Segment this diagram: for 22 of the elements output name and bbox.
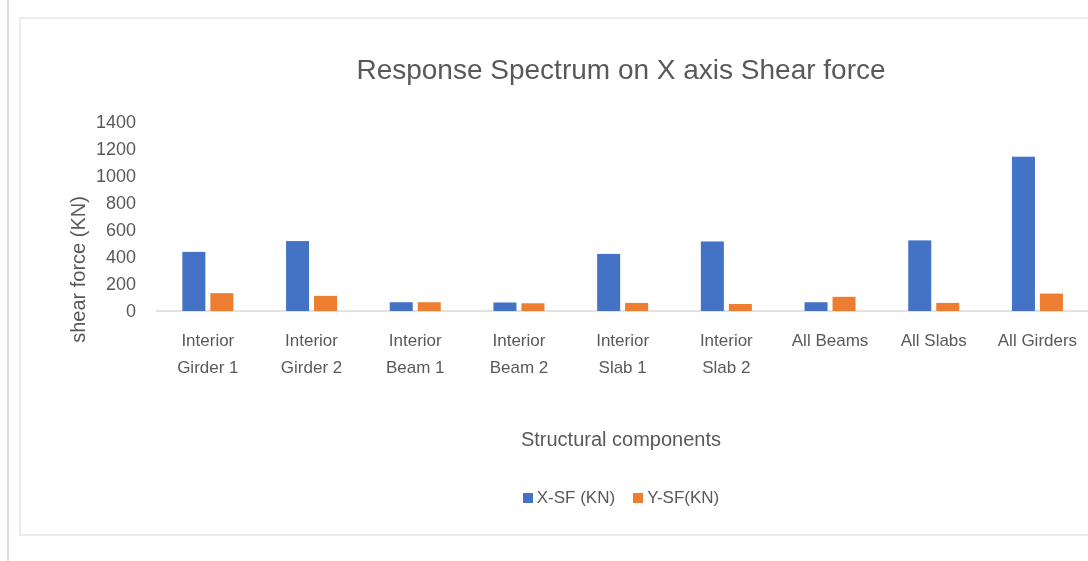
y-tick-label: 1400 — [95, 112, 136, 132]
y-tick-label: 400 — [105, 247, 136, 267]
y-tick-label: 200 — [105, 274, 136, 294]
y-axis-title: shear force (KN) — [66, 195, 90, 345]
y-tick-label: 0 — [126, 301, 136, 321]
y-tick-label: 800 — [105, 193, 136, 213]
x-tick-label: Interior Slab 2 — [699, 331, 753, 377]
y-tick-label: 600 — [105, 220, 136, 240]
legend-label: Y-SF(KN) — [647, 488, 720, 508]
x-tick-label: All Beams — [791, 331, 869, 350]
x-tick-label: All Girders — [997, 331, 1078, 350]
x-tick-label: All Slabs — [900, 331, 967, 350]
x-tick-label: Interior Beam 2 — [489, 331, 549, 377]
y-tick-label: 1200 — [95, 139, 136, 159]
x-tick-label: Interior Beam 1 — [385, 331, 445, 377]
x-tick-label: Interior Slab 1 — [596, 331, 650, 377]
chart-title: Response Spectrum on X axis Shear force — [355, 54, 887, 86]
x-tick-label: Interior Girder 1 — [177, 331, 239, 377]
y-tick-label: 1000 — [95, 166, 136, 186]
x-axis-title: Structural components — [519, 428, 723, 451]
x-tick-label: Interior Girder 2 — [280, 331, 343, 377]
legend-label: X-SF (KN) — [536, 488, 616, 508]
